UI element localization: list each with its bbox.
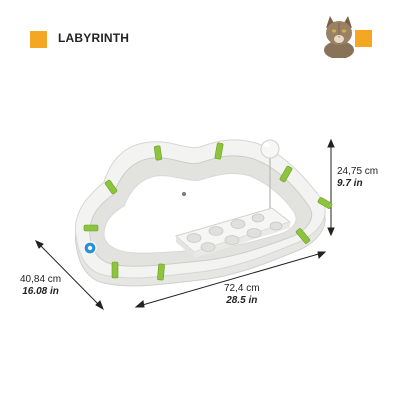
track-hole [182, 192, 186, 196]
width-dimension-label: 72,4 cm 28.5 in [224, 283, 260, 307]
depth-dimension-label: 40,84 cm 16.08 in [20, 274, 61, 298]
depth-dimension-line [37, 242, 102, 308]
height-imperial: 9.7 in [337, 178, 363, 189]
width-imperial: 28.5 in [226, 295, 258, 306]
orange-square-icon [355, 30, 372, 47]
height-metric: 24,75 cm [337, 166, 379, 177]
cat-photo-icon [320, 14, 358, 58]
width-metric: 72,4 cm [224, 283, 260, 294]
depth-imperial: 16.08 in [22, 286, 59, 297]
height-dimension-label: 24,75 cm 9.7 in [337, 166, 378, 190]
product-title: LABYRINTH [58, 31, 130, 45]
toy-ball [260, 139, 280, 159]
depth-metric: 40,84 cm [20, 274, 62, 285]
width-dimension-line [138, 252, 323, 307]
orange-square-icon [30, 31, 47, 48]
